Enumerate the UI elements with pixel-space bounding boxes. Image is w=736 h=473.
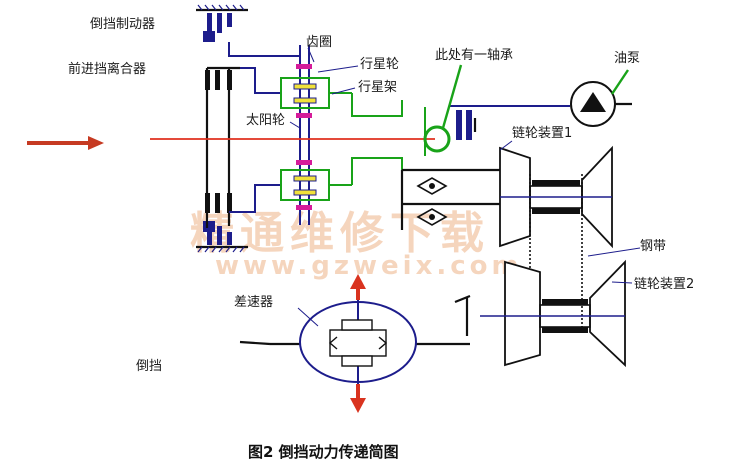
label-pulley-2: 链轮装置2 xyxy=(634,277,694,292)
figure-caption: 图2 倒挡动力传递简图 xyxy=(248,443,399,461)
forward-clutch xyxy=(205,66,240,228)
oil-pump-pointer xyxy=(611,69,629,95)
planet-gear-upper xyxy=(280,64,352,118)
label-steel-belt: 钢带 xyxy=(640,239,666,254)
label-oil-pump: 油泵 xyxy=(614,51,640,66)
wheel-arrow-down xyxy=(350,384,366,413)
primary-shaft xyxy=(400,168,500,230)
label-forward-clutch: 前进挡离合器 xyxy=(68,61,146,77)
bearing-pointer xyxy=(441,64,463,129)
planetary-housing xyxy=(228,42,310,225)
reverse-brake-top xyxy=(196,4,248,42)
label-bearing-note: 此处有一轴承 xyxy=(435,48,513,63)
label-planet-gear: 行星轮 xyxy=(360,57,399,72)
oil-pump xyxy=(570,81,632,127)
label-ring-gear: 齿圈 xyxy=(306,35,332,50)
planet-carrier xyxy=(351,93,426,185)
oil-pump-shaft xyxy=(449,105,570,140)
wheel-arrow-up xyxy=(350,274,366,300)
input-arrow xyxy=(27,136,104,150)
bearing xyxy=(423,125,451,153)
hydraulic-cylinder-2 xyxy=(416,208,448,226)
planet-gear-lower xyxy=(280,160,352,210)
leader-lines xyxy=(289,47,641,327)
label-pulley-1: 链轮装置1 xyxy=(512,126,572,141)
label-planet-carrier: 行星架 xyxy=(358,80,397,95)
hydraulic-cylinder-1 xyxy=(416,177,448,195)
label-reverse: 倒挡 xyxy=(136,359,162,374)
watermark-url: www.gzweix.com xyxy=(215,251,523,281)
pulley-set-2 xyxy=(480,259,626,368)
watermark-title: 精通维修下载 xyxy=(190,208,490,259)
label-reverse-brake: 倒挡制动器 xyxy=(90,17,155,32)
differential xyxy=(299,300,417,384)
reverse-brake-bottom xyxy=(196,221,248,253)
label-differential: 差速器 xyxy=(234,295,273,310)
label-sun-gear: 太阳轮 xyxy=(246,113,285,128)
pulley-set-1 xyxy=(499,145,613,249)
